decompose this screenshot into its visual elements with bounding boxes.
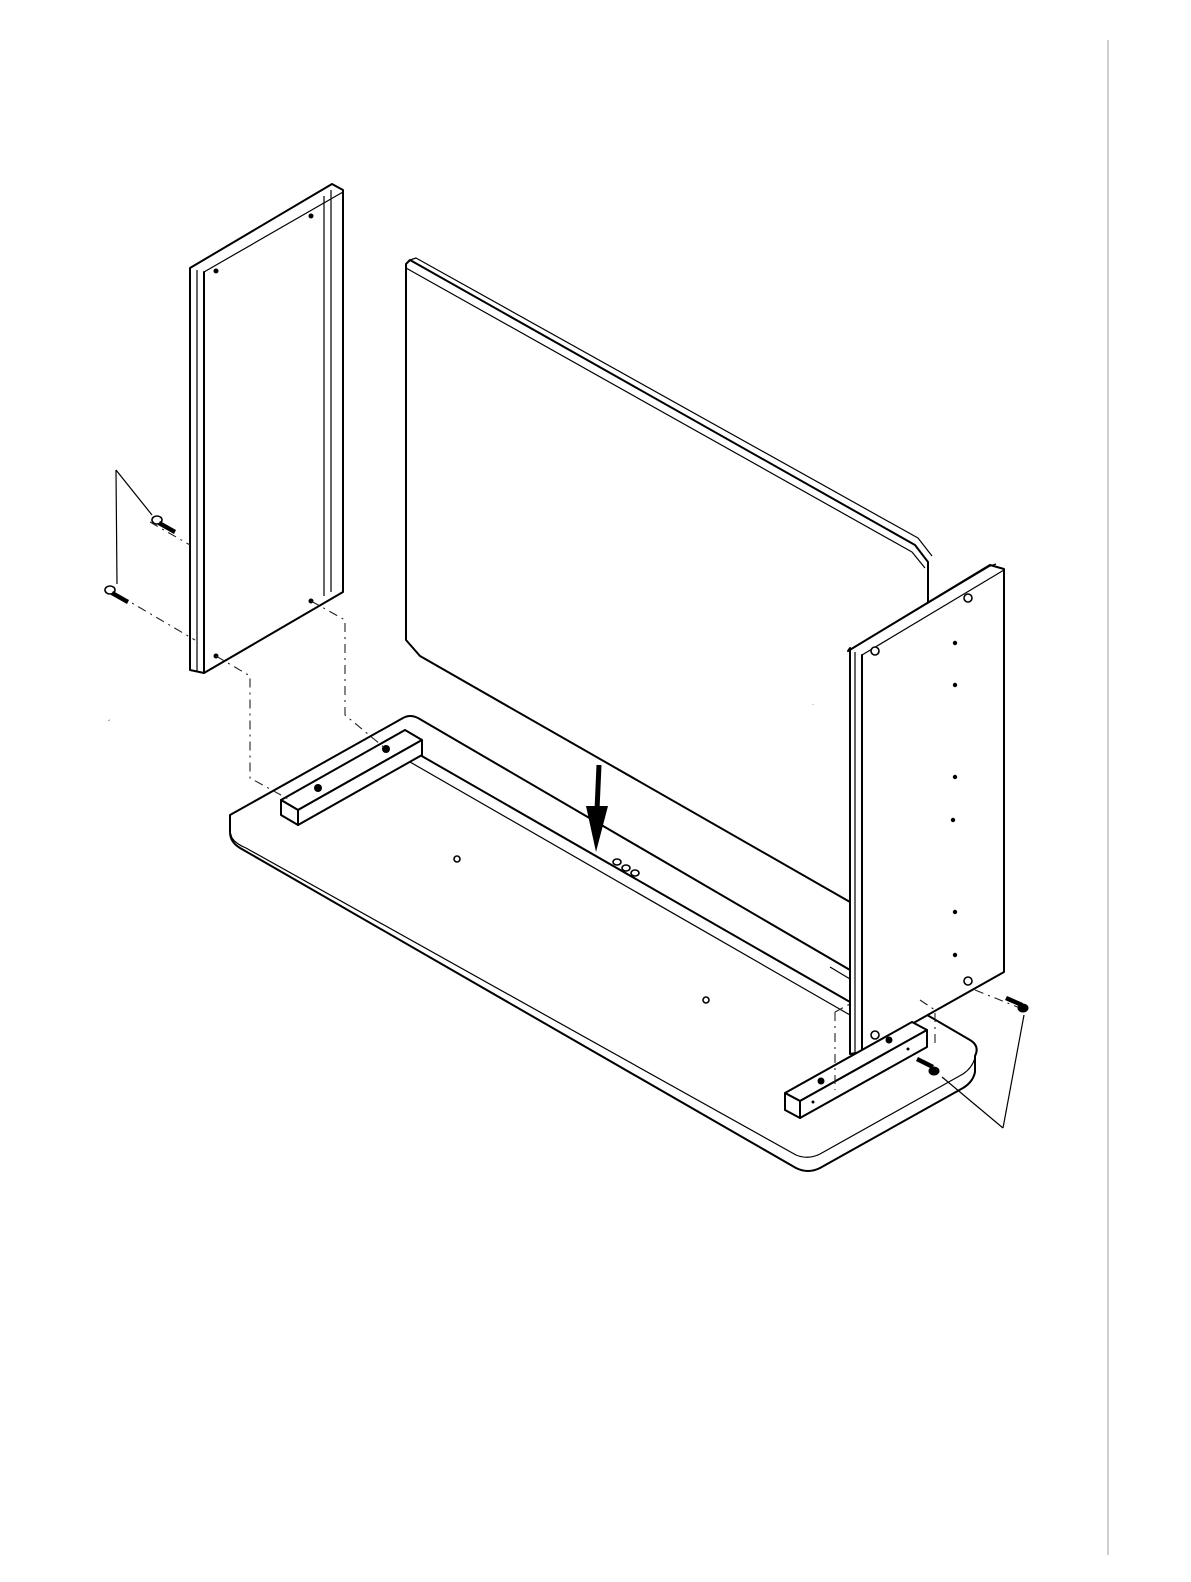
right-side-panel bbox=[848, 564, 1004, 1054]
left-side-panel bbox=[190, 184, 343, 673]
screw-icon bbox=[105, 586, 129, 604]
svg-text:·: · bbox=[812, 702, 814, 708]
svg-text:´: ´ bbox=[108, 719, 111, 728]
screw-icon bbox=[1005, 996, 1028, 1012]
